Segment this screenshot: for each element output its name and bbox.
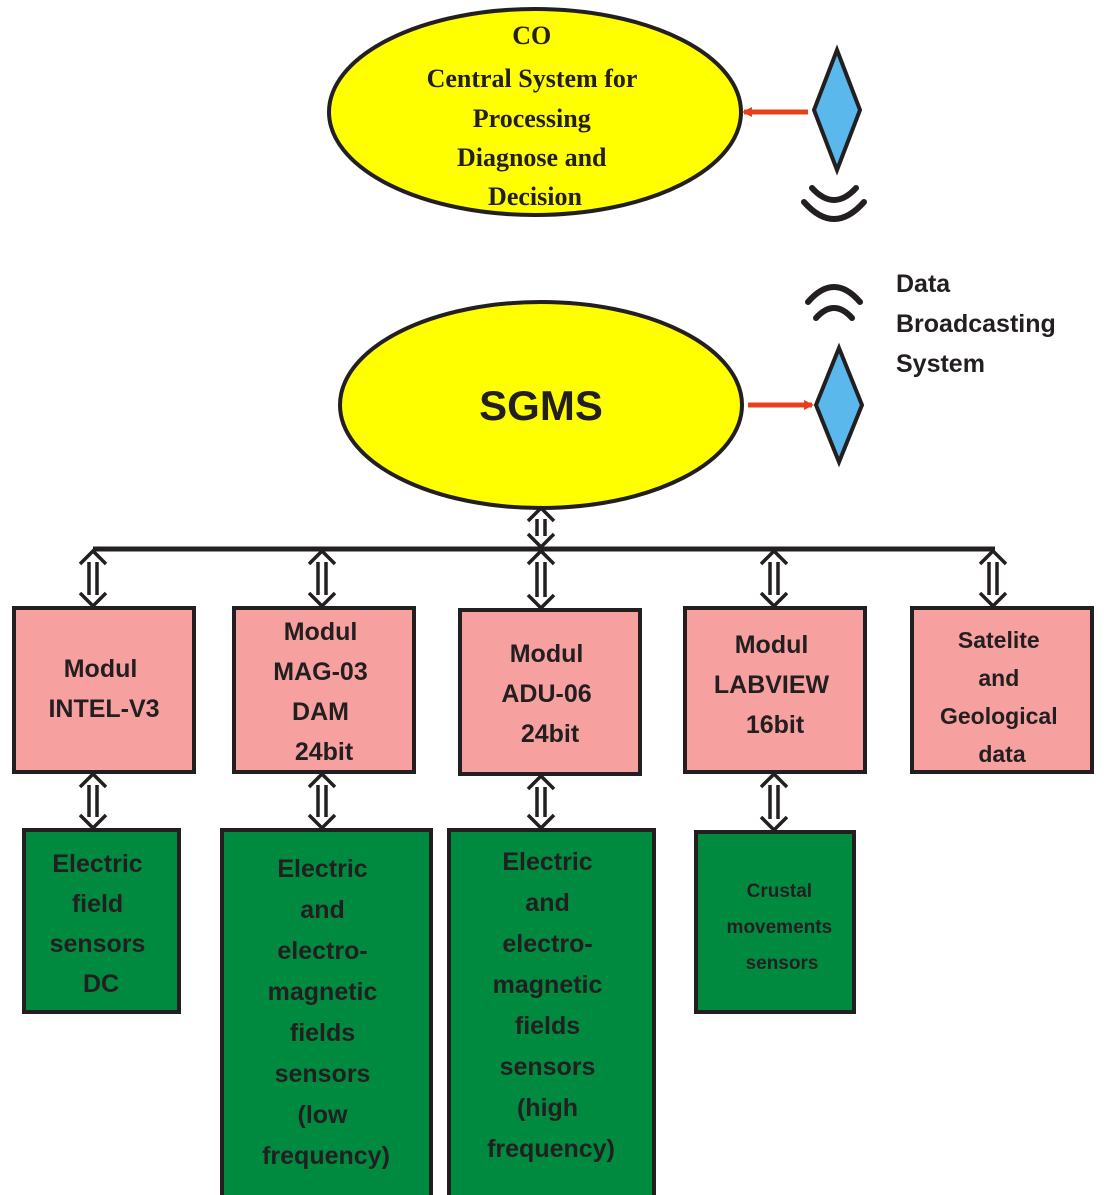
- sensor-3-line-5: fields: [515, 1012, 580, 1040]
- central-line-5: Decision: [488, 182, 582, 211]
- sensor-2-line-5: fields: [290, 1019, 355, 1047]
- central-line-3: Processing: [473, 104, 591, 133]
- broadcast-line-3: System: [896, 350, 985, 378]
- sensor-2-line-8: frequency): [262, 1142, 390, 1170]
- central-line-1: CO: [512, 21, 551, 50]
- module-4-line-2: LABVIEW: [714, 671, 830, 699]
- svg-text:Modul INTEL-V3: Modul INTEL-V3: [48, 655, 159, 723]
- module-5-line-2: and: [978, 665, 1019, 691]
- connector-module-3-sensor-3: [526, 773, 556, 831]
- connector-bus-module-4: [759, 548, 789, 609]
- module-2-line-2: MAG-03: [273, 658, 367, 686]
- module-5-line-1: Satelite: [958, 627, 1040, 653]
- module-2-line-3: DAM: [292, 698, 349, 726]
- connector-bus-module-1: [78, 548, 108, 609]
- module-4-line-1: Modul: [735, 631, 809, 659]
- antenna-bottom-diamond: [813, 342, 865, 468]
- svg-text:Modul ADU-06 24bit: Modul ADU-06 24bit: [501, 640, 598, 748]
- sensor-2-line-7: (low: [298, 1101, 349, 1129]
- signal-wave-transmit-icon: [805, 284, 863, 321]
- central-system-node: CO Central System for Processing Diagnos…: [327, 7, 743, 217]
- connector-module-4-sensor-4: [759, 771, 789, 833]
- module-2-line-1: Modul: [284, 618, 358, 646]
- sensor-1-line-2: field: [72, 890, 123, 918]
- connector-module-2-sensor-2: [307, 771, 337, 831]
- sensor-1-line-4: DC: [83, 970, 119, 998]
- module-5-line-4: data: [978, 741, 1026, 767]
- module-3-line-3: 24bit: [521, 720, 580, 748]
- connector-bus-module-5: [978, 548, 1008, 609]
- sensor-3-line-8: frequency): [487, 1135, 615, 1163]
- sensor-3-line-4: magnetic: [493, 971, 603, 999]
- module-1-line-1: Modul: [64, 655, 138, 683]
- sensor-em-high-frequency: Electric and electro- magnetic fields se…: [447, 828, 656, 1195]
- sensor-4-line-1: Crustal: [747, 881, 812, 902]
- module-5-line-3: Geological: [940, 703, 1058, 729]
- connector-bus-module-3: [526, 548, 556, 611]
- sensor-4-line-2: movements: [727, 917, 833, 938]
- sensor-em-low-frequency: Electric and electro- magnetic fields se…: [220, 828, 433, 1195]
- sensor-1-line-1: Electric: [52, 850, 142, 878]
- central-line-2: Central System for: [427, 64, 637, 93]
- central-line-4: Diagnose and: [457, 143, 607, 172]
- module-satelite-geological: Satelite and Geological data: [910, 606, 1094, 774]
- svg-text:Electric and elect: Electric and electro- magnetic fields se…: [262, 855, 390, 1170]
- antenna-top-diamond: [811, 44, 863, 176]
- svg-text:Satelite and Geolo: Satelite and Geological data: [940, 627, 1064, 767]
- module-3-line-1: Modul: [510, 640, 584, 668]
- svg-text:CO Central System for: CO Central System for Processing Diagnos…: [427, 21, 644, 211]
- broadcast-line-1: Data: [896, 270, 951, 298]
- module-2-line-4: 24bit: [295, 738, 354, 766]
- module-adu-06: Modul ADU-06 24bit: [458, 608, 642, 776]
- svg-text:Electric and elect: Electric and electro- magnetic fields se…: [487, 848, 615, 1163]
- sensor-3-line-1: Electric: [502, 848, 592, 876]
- module-4-line-3: 16bit: [746, 711, 805, 739]
- sensor-2-line-6: sensors: [275, 1060, 371, 1088]
- module-intel-v3: Modul INTEL-V3: [12, 606, 196, 774]
- sensor-3-line-3: electro-: [502, 930, 592, 958]
- connector-bus-module-2: [307, 548, 337, 609]
- module-3-line-2: ADU-06: [501, 680, 591, 708]
- sensor-electric-field-dc: Electric field sensors DC: [22, 828, 181, 1014]
- signal-wave-receive-icon: [801, 185, 867, 222]
- module-1-line-2: INTEL-V3: [48, 695, 159, 723]
- svg-text:Modul LABVIEW 16bi: Modul LABVIEW 16bit: [714, 631, 836, 739]
- module-mag-03: Modul MAG-03 DAM 24bit: [232, 606, 416, 774]
- sgms-label: SGMS: [479, 382, 603, 429]
- sensor-1-line-3: sensors: [50, 930, 146, 958]
- sensor-3-line-2: and: [525, 889, 569, 917]
- sensor-4-line-3: sensors: [746, 953, 819, 974]
- svg-text:Crustal movements: Crustal movements sensors: [727, 881, 838, 974]
- sensor-2-line-3: electro-: [277, 937, 367, 965]
- svg-text:Electric field sen: Electric field sensors DC: [50, 850, 153, 998]
- connector-sgms-bus: [526, 505, 556, 550]
- sgms-node: SGMS: [338, 300, 744, 510]
- connector-module-1-sensor-1: [78, 771, 108, 831]
- broadcast-line-2: Broadcasting: [896, 310, 1056, 338]
- sensor-2-line-4: magnetic: [268, 978, 378, 1006]
- sensor-2-line-2: and: [300, 896, 344, 924]
- broadcast-label: Data Broadcasting System: [896, 270, 1063, 378]
- sensor-2-line-1: Electric: [277, 855, 367, 883]
- sensor-3-line-7: (high: [517, 1094, 578, 1122]
- sensor-3-line-6: sensors: [500, 1053, 596, 1081]
- svg-text:Modul MAG-03 DAM: Modul MAG-03 DAM 24bit: [273, 618, 374, 766]
- module-labview: Modul LABVIEW 16bit: [683, 606, 867, 774]
- sensor-crustal-movements: Crustal movements sensors: [694, 830, 856, 1014]
